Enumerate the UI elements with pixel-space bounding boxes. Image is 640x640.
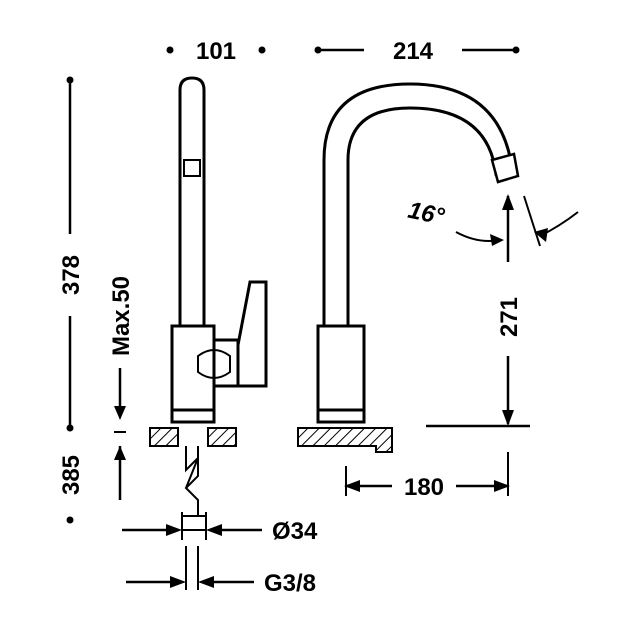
cartridge-housing xyxy=(212,338,240,388)
counter-left-b xyxy=(207,427,237,447)
dim-hose-diameter: Ø34 xyxy=(272,518,318,545)
aerator-mark xyxy=(183,159,201,177)
counter-right xyxy=(297,427,393,453)
dim-height-below: 385 xyxy=(58,455,85,495)
dimensions: 101 214 378 385 Max.50 271 xyxy=(58,38,579,597)
spout-pillar xyxy=(178,76,206,330)
hose-fitting xyxy=(181,515,207,531)
front-body xyxy=(316,324,366,418)
spout-tip xyxy=(490,152,520,184)
lever-handle xyxy=(236,280,268,388)
front-view xyxy=(297,82,520,453)
hose-break xyxy=(184,446,199,520)
front-base-ring xyxy=(316,408,366,424)
dim-max-thickness: Max.50 xyxy=(108,276,135,356)
mixer-body xyxy=(170,324,216,418)
cartridge-detail xyxy=(197,349,231,379)
dim-height-total: 378 xyxy=(58,255,85,295)
counter-left-a xyxy=(149,427,179,447)
dim-spout-height: 271 xyxy=(496,297,523,337)
dim-spout-reach: 180 xyxy=(404,474,444,501)
dim-thread: G3/8 xyxy=(264,570,316,597)
base-ring xyxy=(170,408,216,424)
dim-width-left: 101 xyxy=(196,38,236,65)
dim-width-right: 214 xyxy=(393,38,434,65)
side-view xyxy=(149,76,268,531)
dim-angle: 16° xyxy=(406,197,448,231)
